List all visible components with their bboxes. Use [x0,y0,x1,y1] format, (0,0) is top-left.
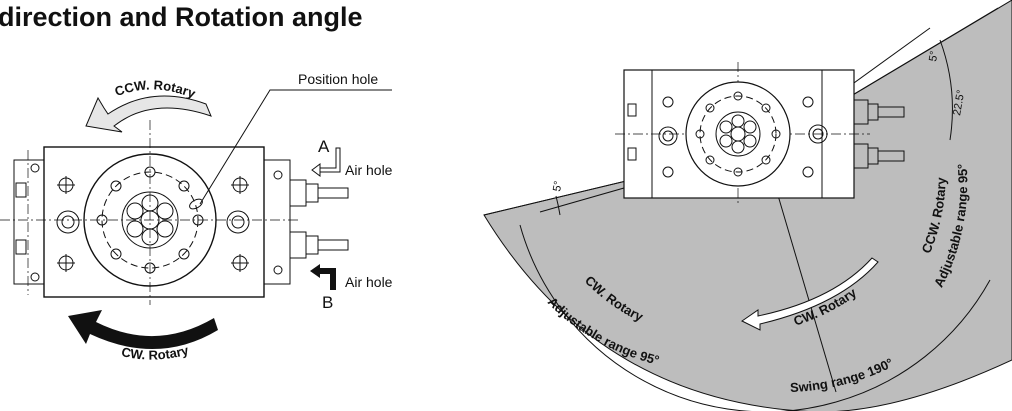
air-hole-bottom-label: Air hole [345,274,393,290]
pin-cluster-right [719,114,757,154]
right-swing-range-view: 5° 22.5° 5° CCW. Rotary Adjustable range… [483,0,1012,411]
position-hole [189,198,203,210]
position-hole-label: Position hole [298,71,378,87]
air-fittings [289,179,349,259]
rotary-table [83,153,217,287]
bolt-holes [96,166,204,274]
pin-cluster [126,194,174,246]
port-b-arrow [316,268,336,290]
angle-top-large: 22.5° [951,89,967,117]
right-mount-block [263,159,291,285]
port-a-letter: A [318,137,330,156]
cw-arrow-right [741,257,879,331]
cw-rotation-arrow [68,310,218,350]
ccw-rotation-arrow [85,95,212,133]
angle-left-small: 5° [551,180,565,192]
swing-range-sector [483,0,1012,411]
section-title: direction and Rotation angle [0,2,363,32]
angle-top-small: 5° [927,50,941,62]
left-actuator-view: CCW. Rotary CW. Rotary Position hole A A… [0,71,393,363]
air-hole-top-label: Air hole [345,162,393,178]
position-hole-leader [199,89,392,205]
port-b-letter: B [322,293,333,312]
rotary-table-right [685,81,791,187]
cw-label: CW. Rotary [120,342,191,362]
left-mount-block [13,159,45,285]
